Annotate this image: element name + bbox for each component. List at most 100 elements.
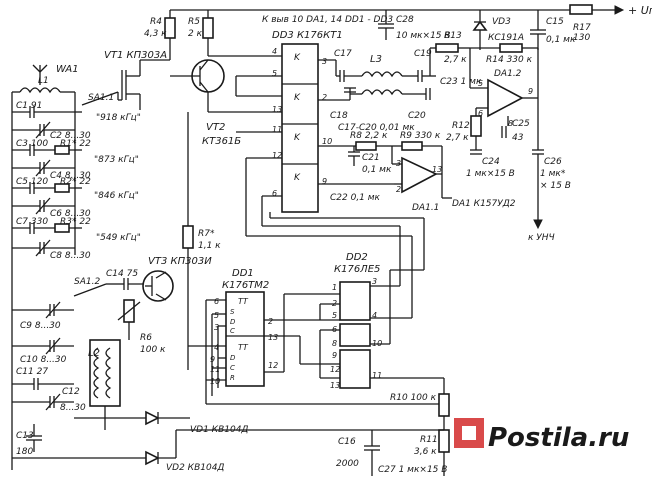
- r7-value: 1,1 к: [198, 241, 221, 251]
- capacitor-c25: [501, 116, 509, 138]
- opamp-da1-1: [392, 156, 452, 199]
- c26-value: 1 мк*: [540, 169, 566, 179]
- capacitor-c9: [12, 301, 74, 319]
- capacitor-c28: [378, 10, 394, 40]
- resistor-r5: [202, 10, 214, 56]
- dd3-pin-2: 2: [322, 93, 327, 102]
- dd2-pin-1: 1: [332, 283, 337, 292]
- dd3-switch-2: K: [294, 93, 301, 103]
- c1-label: C1 91: [16, 101, 42, 111]
- dd1-label: DD1: [232, 268, 254, 279]
- c12-value: 8...30: [60, 403, 86, 413]
- resistor-r4: [140, 10, 176, 61]
- c16-label: C16: [338, 437, 356, 447]
- c3-label: C3 100: [16, 139, 48, 149]
- transistor-vt1: [118, 60, 141, 110]
- chip-dd3: [281, 43, 319, 213]
- dd2-pin-4: 4: [372, 311, 377, 320]
- coil-l1: [12, 87, 75, 94]
- dd2-pin-13: 13: [330, 381, 340, 390]
- dd2-pin-8: 8: [332, 339, 337, 348]
- watermark-logo: [454, 418, 484, 448]
- resistor-r8: [354, 141, 393, 164]
- c17-c20-label: C17-C20 0,01 мк: [338, 123, 415, 133]
- c27-label: C27 1 мк×15 В: [378, 465, 447, 475]
- vt2-type: КТ361Б: [202, 136, 241, 147]
- r10-label: R10 100 к: [390, 393, 437, 403]
- r11-value: 3,6 к: [414, 447, 437, 457]
- c26-value-2: × 15 В: [540, 181, 571, 191]
- dd2-pin-12: 12: [330, 365, 340, 374]
- l1-label: L1: [38, 76, 49, 86]
- dd1-pin-11: 11: [210, 365, 220, 374]
- dd3-pin-9: 9: [322, 177, 327, 186]
- filter-l3: [335, 60, 431, 100]
- freq-918: "918 кГц": [96, 113, 141, 123]
- capacitor-c15: [530, 10, 546, 50]
- r8-label: R8 2,2 к: [350, 131, 388, 141]
- c23-label: C23 1 мк: [440, 77, 482, 87]
- r17-value: 130: [573, 33, 590, 43]
- c6-label: C6 8...30: [50, 209, 91, 219]
- l3-label: L3: [370, 54, 382, 65]
- dd3-pin-4: 4: [272, 47, 277, 56]
- c24-value: 1 мк×15 В: [466, 169, 515, 179]
- freq-846: "846 кГц": [94, 191, 139, 201]
- antenna-wa1: [32, 64, 48, 85]
- r6-value: 100 к: [140, 345, 166, 355]
- dd1-pin-2: 2: [268, 317, 273, 326]
- varicap-vd1: [74, 410, 190, 426]
- vt1-label: VT1 КП303А: [104, 50, 167, 61]
- c25-label: C25: [512, 119, 530, 129]
- dd3-pin-11: 11: [272, 125, 282, 134]
- vt3-label: VT3 КП303И: [148, 256, 212, 267]
- dd1-d2: D: [230, 354, 236, 362]
- dd2-pin-5: 5: [332, 311, 337, 320]
- c12-label: C12: [62, 387, 80, 397]
- dd1-c1: C: [230, 327, 235, 335]
- r14-label: R14 330 к: [486, 55, 533, 65]
- capacitor-c16: [175, 429, 444, 476]
- dd3-switch-3: K: [294, 133, 301, 143]
- unch-label: к УНЧ: [528, 233, 555, 243]
- sa11-label: SA1.1: [88, 93, 114, 103]
- dd1-pin-6: 6: [214, 297, 219, 306]
- freq-873: "873 кГц": [94, 155, 139, 165]
- c7-label: C7 330: [16, 217, 48, 227]
- c8-label: C8 8...30: [50, 251, 91, 261]
- dd1-pin-3: 3: [214, 323, 219, 332]
- dd2-pin-3: 3: [372, 277, 377, 286]
- opamp-da1-2: [469, 48, 539, 150]
- dd3-pin-5: 5: [272, 69, 277, 78]
- r13-label: R13: [444, 31, 462, 41]
- power-label: + Uпит: [628, 4, 652, 17]
- capacitor-c10: [12, 337, 74, 355]
- c25-value: 43: [512, 133, 524, 143]
- dd2-pin-9: 9: [332, 351, 337, 360]
- sa12-label: SA1.2: [74, 277, 100, 287]
- dd3-switch-4: K: [294, 173, 301, 183]
- r2-label: R2* 22: [60, 177, 91, 187]
- c28-label: C28: [396, 15, 414, 25]
- r13-value: 2,7 к: [444, 55, 467, 65]
- dd3-pin-12: 12: [272, 151, 282, 160]
- c21-label: C21: [362, 153, 380, 163]
- dd1-wiring: [188, 293, 444, 405]
- c11-label: C11 27: [16, 367, 48, 377]
- dd2-label: DD2: [346, 252, 368, 263]
- capacitor-c13: [26, 424, 42, 452]
- r9-label: R9 330 к: [400, 131, 441, 141]
- c19-label: C19: [414, 49, 432, 59]
- da12-label: DA1.2: [494, 69, 522, 79]
- r12-label: R12: [452, 121, 470, 131]
- dd1-r2: R: [230, 374, 235, 382]
- da11-pin-2: 2: [396, 185, 401, 194]
- transistor-vt3: [142, 270, 174, 302]
- dd1-d1: D: [230, 318, 236, 326]
- c13-label: C13: [16, 431, 34, 441]
- chip-dd2: [339, 281, 371, 389]
- da12-pin-9: 9: [528, 87, 533, 96]
- dd1-pin-5: 5: [214, 311, 219, 320]
- vd2-label: VD2 КВ104Д: [166, 463, 224, 473]
